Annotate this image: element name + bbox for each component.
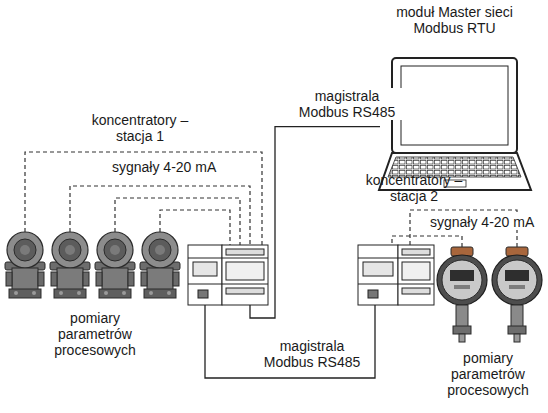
bus-line [250,127,380,318]
master-module: moduł Master sieci Modbus RTU [380,58,530,190]
node-heading: pomiary parametrów procesowych [438,350,538,398]
edge-label: magistrala Modbus RS485 [255,338,369,370]
concentrator-group: koncentratory – stacja 2 [358,245,434,305]
node-heading: moduł Master sieci Modbus RTU [391,4,518,36]
concentrator-station-2 [358,245,434,305]
concentrator-station-1 [188,245,268,305]
edge-label: sygnały 4-20 mA [110,159,218,175]
signal-line [25,152,262,245]
node-heading: koncentratory – stacja 2 [355,172,473,204]
transmitter-group: pomiary parametrów procesowych [432,247,544,342]
edge-label: sygnały 4-20 mA [428,214,536,230]
node-heading: koncentratory – stacja 1 [85,112,195,144]
transmitters-station-2 [437,247,542,342]
node-heading: pomiary parametrów procesowych [45,310,145,358]
bus-line [205,305,375,378]
laptop-master [379,58,531,190]
edge-label: magistrala Modbus RS485 [290,88,404,120]
transmitters-station-1 [5,232,180,298]
transmitter-group: pomiary parametrów procesowych [5,232,185,300]
concentrator-group: koncentratory – stacja 1 [188,245,268,305]
